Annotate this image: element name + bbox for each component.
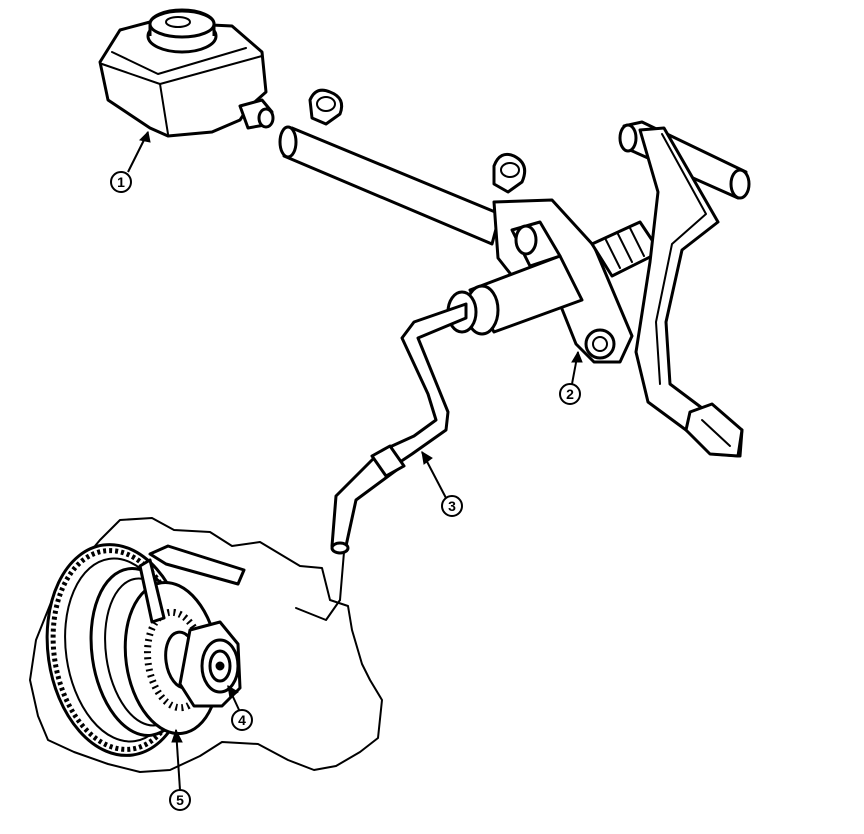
callout-4: 4 bbox=[227, 685, 253, 731]
hydraulic-line bbox=[330, 302, 468, 601]
callout-3: 3 bbox=[421, 451, 463, 517]
callout-2: 2 bbox=[559, 350, 583, 405]
callout-5-label: 5 bbox=[176, 792, 184, 808]
slave-cylinder bbox=[178, 620, 242, 708]
master-cylinder bbox=[446, 198, 678, 364]
fluid-reservoir bbox=[98, 8, 275, 138]
callout-5: 5 bbox=[169, 728, 191, 811]
callout-1: 1 bbox=[110, 130, 151, 193]
supply-hose bbox=[278, 88, 527, 246]
callout-4-label: 4 bbox=[238, 712, 246, 728]
callout-3-label: 3 bbox=[448, 498, 456, 514]
bellhousing-outline bbox=[29, 517, 383, 773]
clutch-pedal bbox=[618, 120, 751, 458]
callout-1-label: 1 bbox=[117, 174, 125, 190]
callout-2-label: 2 bbox=[566, 386, 574, 402]
